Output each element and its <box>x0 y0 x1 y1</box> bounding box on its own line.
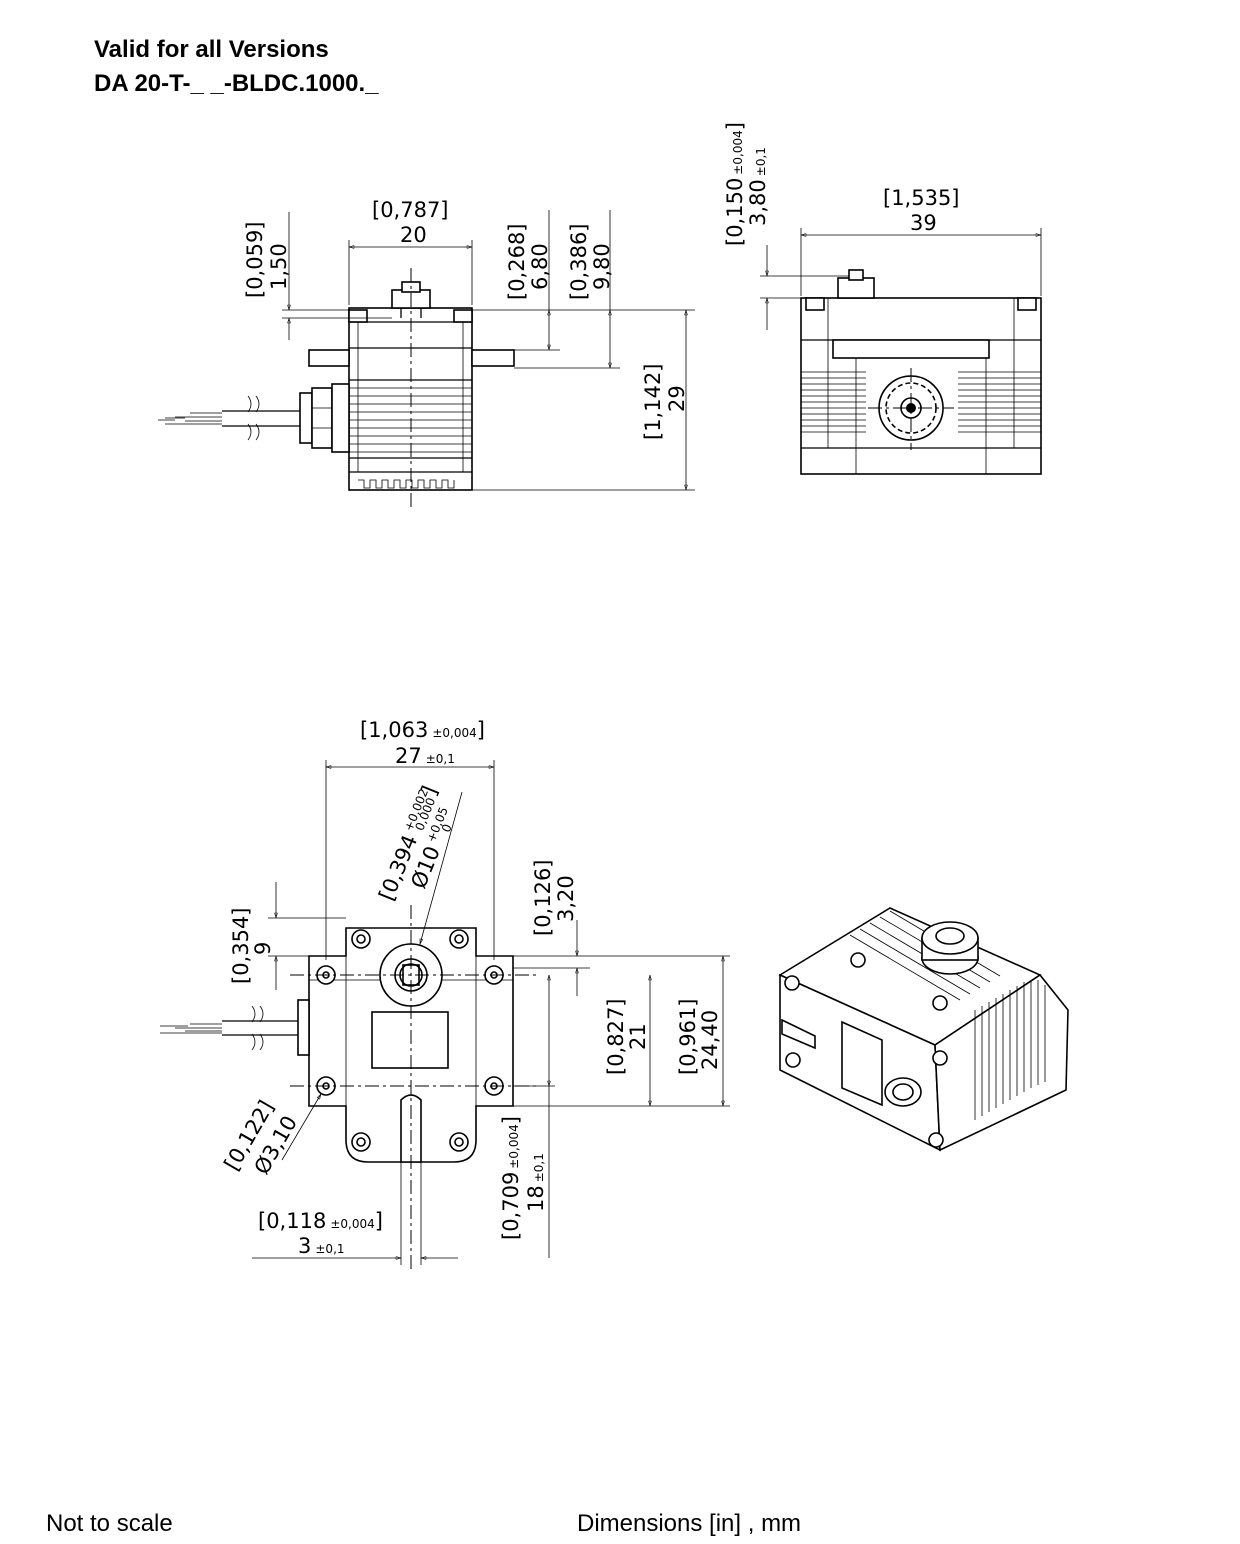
dim-hole-span-in-value: [1,063 <box>360 718 428 742</box>
top-view-label-plate <box>371 1011 449 1069</box>
dim-front-shaft-in-value: [0,150 <box>723 178 747 246</box>
side-view: [0,787] 20 [0,059] 1,50 [0,268] 6,80 [0,… <box>158 198 695 508</box>
dim-slot-mm-value: 3 <box>298 1234 311 1258</box>
dim-c-in: [0,126] <box>531 859 555 936</box>
dim-e-mm: 21 <box>626 1023 650 1050</box>
dim-front-width-mm: 39 <box>910 211 937 235</box>
dim-f-mm: 24,40 <box>698 1010 722 1070</box>
dim-f-in: [0,961] <box>676 998 700 1075</box>
dim-front-shaft-in-close: ] <box>723 122 747 130</box>
dim-e-in: [0,827] <box>604 998 628 1075</box>
dim-front-shaft-mm-tol: ±0,1 <box>754 147 768 176</box>
drawing-title-validity: Valid for all Versions <box>94 36 329 63</box>
dim-total-height-in: [1,142] <box>641 363 665 440</box>
dim-slot-mm: 3 ±0,1 <box>298 1234 345 1258</box>
dim-side-width-mm: 20 <box>400 223 427 247</box>
dim-g-mm: 18 ±0,1 <box>524 1153 548 1212</box>
drawing-title-model: DA 20-T-_ _-BLDC.1000._ <box>94 70 379 97</box>
dim-shaft-height-in: [0,059] <box>243 221 267 298</box>
dim-b-in: [0,386] <box>567 223 591 300</box>
dim-front-width-in: [1,535] <box>883 186 960 210</box>
dim-front-shaft-mm: 3,80 ±0,1 <box>746 147 770 226</box>
front-view-fins-left <box>801 371 866 433</box>
dim-d-mm: 9 <box>251 942 275 955</box>
dim-g-mm-tol: ±0,1 <box>532 1153 546 1182</box>
dim-hole-span-mm-tol: ±0,1 <box>426 752 455 766</box>
dim-d-in: [0,354] <box>229 907 253 984</box>
dim-b-mm: 9,80 <box>590 243 614 290</box>
dim-hole-span-mm-value: 27 <box>395 744 422 768</box>
dim-total-height-mm: 29 <box>665 385 689 412</box>
dim-slot-in-tol: ±0,004 <box>330 1217 374 1231</box>
front-view-fins-right <box>958 371 1041 433</box>
dim-hole-span-in: [1,063 ±0,004] <box>360 718 485 742</box>
dim-hole-span-in-tol: ±0,004 <box>432 726 476 740</box>
dim-g-in-tol: ±0,004 <box>507 1124 521 1168</box>
footer-units-note: Dimensions [in] , mm <box>577 1510 802 1537</box>
dim-g-in: [0,709 ±0,004] <box>499 1116 523 1240</box>
dim-slot-mm-tol: ±0,1 <box>315 1242 344 1256</box>
front-view: [1,535] 39 [0,150 ±0,004] 3,80 ±0,1 <box>723 122 1042 475</box>
dim-hole-span-mm: 27 ±0,1 <box>395 744 455 768</box>
dim-shaft-height-mm: 1,50 <box>267 243 291 290</box>
footer-scale-note: Not to scale <box>46 1510 173 1537</box>
dim-g-in-value: [0,709 <box>499 1172 523 1240</box>
dim-a-mm: 6,80 <box>528 243 552 290</box>
dim-slot-in-close: ] <box>375 1209 383 1233</box>
top-view: [1,063±0,004] 27±0,1 [0,394+0,0020,000] … <box>160 718 730 1270</box>
dim-front-shaft-in-tol: ±0,004 <box>731 130 745 174</box>
dim-hole-span-in-close: ] <box>477 718 485 742</box>
isometric-view <box>778 907 1069 1152</box>
dim-g-in-close: ] <box>499 1116 523 1124</box>
dim-slot-in: [0,118 ±0,004] <box>258 1209 383 1233</box>
dim-front-shaft-in: [0,150 ±0,004] <box>723 122 747 246</box>
dim-c-mm: 3,20 <box>554 875 578 922</box>
dim-front-shaft-mm-value: 3,80 <box>746 179 770 226</box>
dim-slot-in-value: [0,118 <box>258 1209 326 1233</box>
dim-g-mm-value: 18 <box>524 1185 548 1212</box>
dim-a-in: [0,268] <box>505 223 529 300</box>
dim-side-width-in: [0,787] <box>372 198 449 222</box>
